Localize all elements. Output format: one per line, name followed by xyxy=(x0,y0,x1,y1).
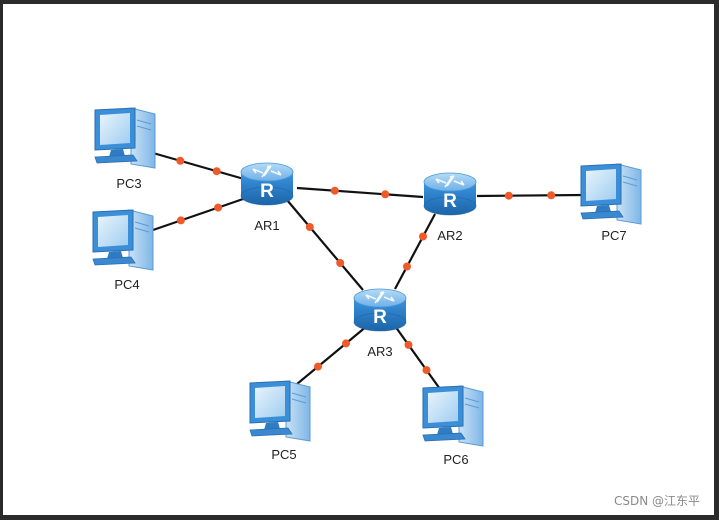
pc-pc3[interactable]: PC3 xyxy=(94,107,156,191)
link-line xyxy=(286,199,364,291)
router-ar3[interactable]: R AR3 xyxy=(353,288,407,359)
router-label: AR2 xyxy=(437,228,462,243)
port-dot xyxy=(176,216,185,225)
router-ar1[interactable]: R AR1 xyxy=(240,162,294,233)
pc-label: PC3 xyxy=(116,176,141,191)
computer-icon xyxy=(422,385,484,447)
router-icon: R xyxy=(240,162,294,206)
port-dot xyxy=(547,191,556,200)
pc-label: PC5 xyxy=(271,447,296,462)
port-dot xyxy=(404,340,413,349)
svg-text:R: R xyxy=(260,181,274,202)
link-line xyxy=(296,186,424,199)
svg-text:R: R xyxy=(443,191,457,212)
port-dot xyxy=(214,203,223,212)
port-dot xyxy=(336,259,345,267)
link-ar2-ar3 xyxy=(394,213,436,290)
pc-pc5[interactable]: PC5 xyxy=(249,380,311,462)
link-pc3-ar1 xyxy=(152,151,245,181)
svg-text:R: R xyxy=(373,307,387,328)
watermark: CSDN @江东平 xyxy=(613,494,700,508)
port-dot xyxy=(381,190,390,199)
link-ar3-pc6 xyxy=(394,325,441,390)
link-pc4-ar1 xyxy=(152,196,247,232)
link-line xyxy=(152,151,245,181)
pc-pc6[interactable]: PC6 xyxy=(422,385,484,467)
link-line xyxy=(394,213,436,290)
port-dot xyxy=(314,362,322,371)
link-ar1-ar3 xyxy=(286,199,364,291)
port-dot xyxy=(504,191,513,200)
router-ar2[interactable]: R AR2 xyxy=(423,172,477,243)
router-icon: R xyxy=(353,288,407,332)
link-line xyxy=(152,196,247,232)
computer-icon xyxy=(580,163,642,225)
pc-label: PC6 xyxy=(443,452,468,467)
router-label: AR3 xyxy=(367,344,392,359)
port-dot xyxy=(422,366,431,375)
pc-label: PC4 xyxy=(114,277,139,292)
port-dot xyxy=(342,339,350,348)
computer-icon xyxy=(94,107,156,169)
pc-pc7[interactable]: PC7 xyxy=(580,163,642,243)
port-dot xyxy=(176,156,185,165)
router-label: AR1 xyxy=(254,218,279,233)
link-line xyxy=(296,325,368,385)
computer-icon xyxy=(249,380,311,442)
router-icon: R xyxy=(423,172,477,216)
link-line xyxy=(476,193,584,198)
port-dot xyxy=(403,262,411,271)
pc-pc4[interactable]: PC4 xyxy=(92,209,154,292)
port-dot xyxy=(419,232,427,241)
link-line xyxy=(394,325,441,390)
port-dot xyxy=(330,186,339,195)
port-dot xyxy=(305,223,314,231)
pc-label: PC7 xyxy=(601,228,626,243)
port-dot xyxy=(212,167,221,176)
link-ar2-pc7 xyxy=(476,191,584,200)
link-ar3-pc5 xyxy=(296,325,368,385)
computer-icon xyxy=(92,209,154,271)
link-ar1-ar2 xyxy=(296,186,424,199)
